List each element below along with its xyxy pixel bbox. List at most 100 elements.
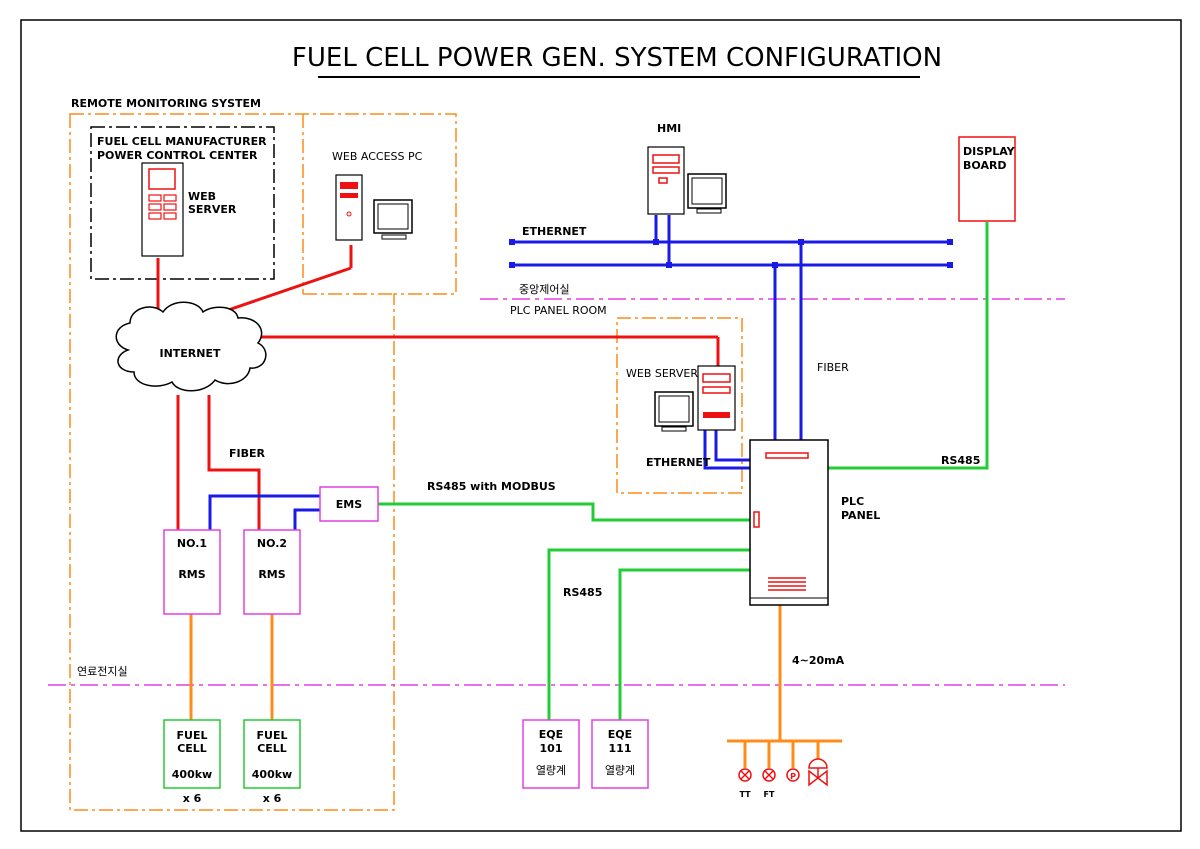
server-slot xyxy=(148,203,162,211)
server-monitor xyxy=(654,391,694,427)
server-slot xyxy=(148,212,162,220)
plc-panel-room-label: PLC PANEL ROOM xyxy=(510,304,607,317)
serial-links xyxy=(378,222,989,720)
server-screen xyxy=(148,168,176,190)
fuel-cell-2-label-1: FUEL xyxy=(257,729,288,742)
pressure-icon xyxy=(786,768,800,782)
server-drive xyxy=(703,412,730,418)
plc-handle xyxy=(753,511,760,528)
plc-top-slot xyxy=(765,452,809,459)
rms1-rect xyxy=(163,529,221,615)
webserver-plc-2 xyxy=(714,430,750,462)
rms2-label-1: NO.2 xyxy=(257,537,287,550)
fuel-cell-room-label: 연료전지실 xyxy=(77,665,128,678)
ems-rect xyxy=(319,486,379,522)
central-control-label: 중앙제어실 xyxy=(519,283,570,296)
rms2-rect xyxy=(243,529,301,615)
eqe-101: EQE 101 열량계 xyxy=(522,719,580,789)
manufacturer-label-1: FUEL CELL MANUFACTURER xyxy=(97,135,267,148)
internet-cloud: INTERNET xyxy=(115,301,267,392)
plc-label-2: PANEL xyxy=(841,509,880,522)
hmi-monitor-stand xyxy=(696,208,722,214)
ethernet-links xyxy=(208,215,950,530)
bus-node xyxy=(653,239,659,245)
rms2-box: NO.2 RMS xyxy=(243,529,301,615)
tt-cross xyxy=(740,770,750,780)
fuel-cell-1-label-2: CELL xyxy=(177,742,207,755)
pc-drive xyxy=(340,193,358,198)
fuel-cell-2: FUEL CELL 400kw x 6 xyxy=(243,719,301,805)
plc-cabinet xyxy=(749,439,829,606)
web-access-pc: WEB ACCESS PC xyxy=(332,150,423,241)
rs485-modbus-label: RS485 with MODBUS xyxy=(427,480,556,493)
eqe-101-label-3: 열량계 xyxy=(536,764,566,777)
eqe-101-label-1: EQE xyxy=(539,728,563,741)
hmi-monitor xyxy=(687,173,727,209)
bus-node xyxy=(509,239,515,245)
plc-panel: PLC PANEL xyxy=(749,439,880,606)
hmi-label: HMI xyxy=(657,122,681,135)
manufacturer-label-2: POWER CONTROL CENTER xyxy=(97,149,258,162)
ems-rms1 xyxy=(208,494,320,530)
web-server-label: WEB SERVER xyxy=(626,367,698,380)
server-slot xyxy=(163,194,177,202)
bus-node xyxy=(947,262,953,268)
fuel-cell-2-power: 400kw xyxy=(252,768,292,781)
internet-label: INTERNET xyxy=(159,347,221,360)
eqe-111: EQE 111 열량계 xyxy=(591,719,649,789)
server-slot xyxy=(163,203,177,211)
fiber-plc-label: FIBER xyxy=(817,361,849,374)
analog-links xyxy=(189,605,842,768)
display-board: DISPLAY BOARD xyxy=(958,136,1016,222)
eqe-111-label-3: 열량계 xyxy=(605,764,635,777)
web-server-top-label-2: SERVER xyxy=(188,203,237,216)
outer-frame xyxy=(20,19,1182,832)
server-slot xyxy=(148,194,162,202)
server-drive xyxy=(702,373,731,383)
ems-label: EMS xyxy=(336,498,362,511)
ems-plc-modbus xyxy=(378,502,750,522)
rms1-label-1: NO.1 xyxy=(177,537,207,550)
ft-label: FT xyxy=(764,790,775,799)
internet-links xyxy=(156,245,720,530)
fuel-cell-1: FUEL CELL 400kw x 6 xyxy=(163,719,221,805)
ems-rms2 xyxy=(293,508,320,530)
control-valve-body-icon xyxy=(808,769,828,787)
eqe-101-rect xyxy=(522,719,580,789)
pc-led xyxy=(346,211,352,217)
display-plc-rs485 xyxy=(828,222,989,470)
eqe-111-label-1: EQE xyxy=(608,728,632,741)
diagram-title: FUEL CELL POWER GEN. SYSTEM CONFIGURATIO… xyxy=(292,43,942,73)
fuel-cell-2-label-2: CELL xyxy=(257,742,287,755)
manufacturer-web-server: WEB SERVER xyxy=(141,162,237,257)
server-drive xyxy=(702,386,731,394)
bus-node xyxy=(509,262,515,268)
server-monitor-screen xyxy=(658,395,690,423)
field-instruments xyxy=(738,758,828,787)
rs485-eqe-label: RS485 xyxy=(563,586,602,599)
manufacturer-box xyxy=(90,126,275,280)
pc-drive xyxy=(340,182,358,189)
ethernet-bus-label: ETHERNET xyxy=(522,225,587,238)
web-server-top-label-1: WEB xyxy=(188,190,216,203)
rs485-display-label: RS485 xyxy=(941,454,980,467)
hmi-drive xyxy=(652,166,680,174)
fuel-cell-2-rect xyxy=(243,719,301,789)
bus-node xyxy=(798,239,804,245)
plc-room-web-server: WEB SERVER ETHERNET xyxy=(626,365,736,469)
webserver-plc-1 xyxy=(703,430,750,470)
eqe101-plc xyxy=(547,548,750,720)
server-monitor-stand xyxy=(661,426,687,432)
link-internet-rms2 xyxy=(207,395,261,530)
tt-label: TT xyxy=(739,790,751,799)
rms2-label-2: RMS xyxy=(258,568,285,581)
cloud-shape xyxy=(115,301,267,392)
fuel-cell-2-qty: x 6 xyxy=(263,792,282,805)
pc-monitor xyxy=(373,199,413,234)
ethernet-server-label: ETHERNET xyxy=(646,456,711,469)
pc-monitor-screen xyxy=(377,203,409,230)
eqe-101-label-2: 101 xyxy=(540,742,563,755)
fuel-cell-1-label-1: FUEL xyxy=(177,729,208,742)
fuel-cell-1-rect xyxy=(163,719,221,789)
